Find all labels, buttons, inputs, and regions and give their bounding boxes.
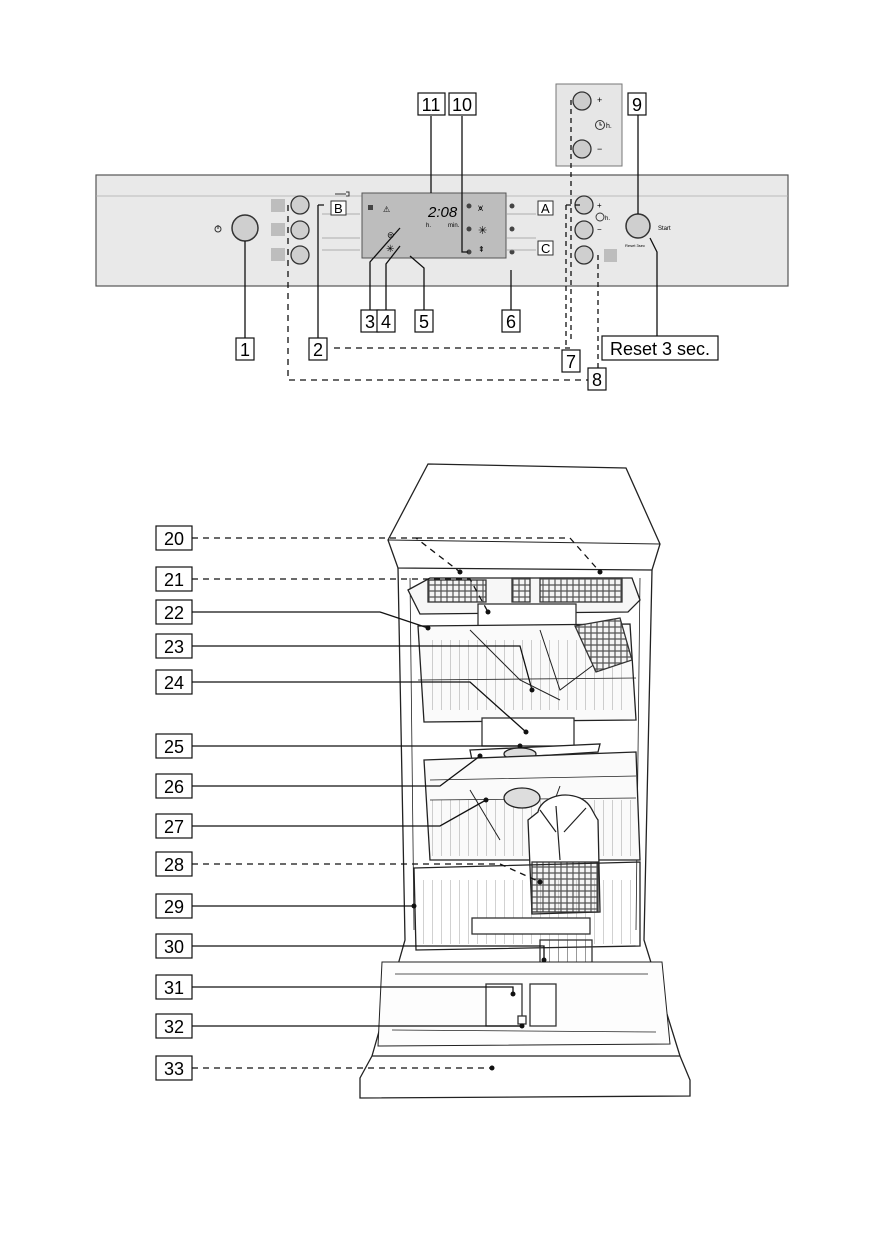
callout-6: 6 <box>506 312 516 332</box>
display-unit-h: h. <box>426 223 431 229</box>
callout-31: 31 <box>164 978 184 998</box>
appliance-leaders <box>192 537 601 1069</box>
timer-hours-label: h. <box>605 216 610 222</box>
panel-callouts: 1 2 3 4 5 6 7 8 9 10 11 Reset 3 sec. <box>235 92 719 391</box>
callout-10: 10 <box>452 95 472 115</box>
callout-reset: Reset 3 sec. <box>610 339 710 359</box>
callout-24: 24 <box>164 673 184 693</box>
program-indicator <box>271 199 285 212</box>
program-label-c-box <box>537 240 554 256</box>
program-label-c: C <box>541 241 550 256</box>
on-off-switch[interactable] <box>231 214 259 242</box>
display-unit-min: min. <box>448 223 460 229</box>
callout-30: 30 <box>164 937 184 957</box>
callout-9: 9 <box>632 95 642 115</box>
callout-5: 5 <box>419 312 429 332</box>
callout-4: 4 <box>381 312 391 332</box>
callout-2: 2 <box>313 340 323 360</box>
clock-icon <box>595 120 605 130</box>
program-label-b-box <box>330 200 347 216</box>
callout-8: 8 <box>592 370 602 390</box>
program-button[interactable] <box>290 245 310 265</box>
program-label-a-box <box>537 200 554 216</box>
key-icon <box>335 191 350 197</box>
program-label-a: A <box>541 201 550 216</box>
program-indicator <box>271 248 285 261</box>
callout-1: 1 <box>240 340 250 360</box>
service-icon: ✳ <box>386 244 394 255</box>
start-button[interactable] <box>625 213 651 239</box>
callout-26: 26 <box>164 777 184 797</box>
door <box>359 1055 691 1099</box>
callout-11: 11 <box>422 95 441 115</box>
program-indicator <box>271 223 285 236</box>
extra-dry-icon: ✳ <box>478 225 487 237</box>
callout-27: 27 <box>164 817 184 837</box>
callout-29: 29 <box>164 897 184 917</box>
program-button[interactable] <box>290 220 310 240</box>
worktop <box>387 463 661 571</box>
display <box>361 192 507 259</box>
detergent-lid <box>529 983 557 1027</box>
program-button[interactable] <box>290 195 310 215</box>
callout-7: 7 <box>566 352 576 372</box>
callout-3: 3 <box>365 312 375 332</box>
panel-leaders <box>244 100 658 381</box>
appliance-callouts: 20 21 22 23 24 25 26 27 28 29 30 31 32 3… <box>155 525 193 1081</box>
timer-clock-icon <box>595 212 605 222</box>
dishwasher <box>359 463 691 1099</box>
option-button[interactable] <box>574 245 594 265</box>
timer-minus-label: − <box>597 225 602 234</box>
inset-minus-button[interactable] <box>572 139 592 159</box>
timer-minus-button[interactable] <box>574 220 594 240</box>
callout-22: 22 <box>164 603 184 623</box>
inset-plus-label: + <box>597 95 602 105</box>
vario-speed-icon: ⇞ <box>478 245 485 254</box>
inset-minus-label: − <box>597 144 602 154</box>
reset-small-label: Reset 3sec <box>625 243 645 248</box>
inset-hours-label: h. <box>606 123 612 130</box>
callout-23: 23 <box>164 637 184 657</box>
callout-20: 20 <box>164 529 184 549</box>
detergent-dispenser <box>485 983 523 1027</box>
dispenser-latch <box>517 1015 527 1025</box>
callout-28: 28 <box>164 855 184 875</box>
callout-32: 32 <box>164 1017 184 1037</box>
control-panel: + h. − 2:08 h. min. ⚠ ⊜ ✳ ⩙ ✳ <box>95 83 789 287</box>
start-label: Start <box>658 226 671 232</box>
drawer-handle <box>477 603 577 629</box>
callout-33: 33 <box>164 1059 184 1079</box>
option-indicator <box>604 249 617 262</box>
timer-plus-label: + <box>597 201 602 210</box>
callout-25: 25 <box>164 737 184 757</box>
inset-plus-button[interactable] <box>572 91 592 111</box>
intensive-zone-icon: ⩙ <box>478 203 483 213</box>
salt-icon: ⊜ <box>387 230 395 240</box>
lower-spray-arm-hub <box>503 787 541 809</box>
door-inner <box>377 961 671 1047</box>
callout-21: 21 <box>164 570 184 590</box>
bottom-rack <box>413 861 641 951</box>
display-time: 2:08 <box>427 204 458 221</box>
rinse-aid-icon: ⚠ <box>383 205 390 214</box>
leader-dots <box>411 569 603 1071</box>
program-label-b: B <box>334 201 343 216</box>
filter-cover <box>471 917 591 935</box>
